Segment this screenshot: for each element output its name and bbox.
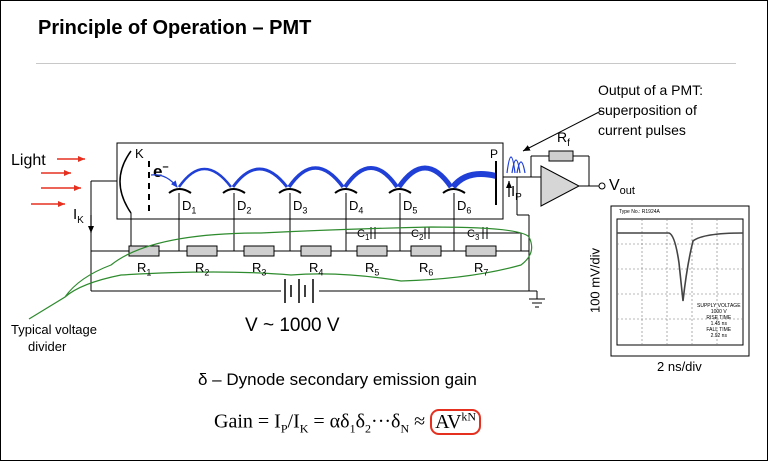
slide-title: Principle of Operation – PMT	[38, 17, 312, 39]
battery-icon	[284, 279, 314, 303]
resistor-bodies	[128, 245, 497, 257]
resistor-label: R7	[474, 260, 489, 278]
dynode-leads	[130, 193, 455, 251]
capacitor-label: C1	[357, 228, 370, 243]
resistor-label: R1	[137, 260, 152, 278]
callout-arrow	[522, 110, 602, 152]
dynode-plates	[168, 188, 466, 194]
capacitor-label: C2	[411, 228, 424, 243]
scope-type: Type No.: R1924A	[619, 209, 660, 215]
light-arrows	[31, 156, 85, 207]
scope-ylabel: 100 mV/div	[587, 247, 603, 314]
scope-panel	[610, 205, 750, 357]
rf-label: Rf	[557, 129, 570, 149]
scope-xlabel: 2 ns/div	[657, 359, 702, 374]
output-note: Output of a PMT: superposition of curren…	[598, 82, 704, 138]
resistor-label: R5	[365, 260, 380, 278]
ground-icon	[529, 291, 545, 308]
divider-note: Typical voltage divider	[11, 322, 97, 354]
ip-label: IP	[511, 183, 522, 203]
dynode-label: D5	[403, 198, 418, 216]
dynode-label: D6	[457, 198, 472, 216]
voltage-label: V ~ 1000 V	[245, 315, 340, 336]
dynode-label: D3	[293, 198, 308, 216]
supply-wiring	[90, 180, 537, 292]
resistor-label: R2	[195, 260, 210, 278]
gain-highlight: AVkN	[430, 408, 482, 435]
electron-cascade	[150, 165, 497, 189]
amplifier	[503, 150, 606, 251]
dynode-label: D4	[349, 198, 364, 216]
dynode-label: D2	[237, 198, 252, 216]
photocathode	[119, 150, 132, 214]
resistor-label: R3	[252, 260, 267, 278]
pulse-icon	[506, 156, 526, 174]
dynode-label: D1	[182, 198, 197, 216]
anode-label: P	[490, 147, 498, 161]
resistor-label: R4	[309, 260, 324, 278]
title-divider	[36, 63, 736, 64]
capacitor-label: C3	[467, 228, 480, 243]
electron-label: e–	[153, 161, 169, 181]
ik-label: IK	[73, 206, 84, 226]
resistor-label: R6	[419, 260, 434, 278]
scope-notes: SUPPLY VOLTAGE 1000 V RISE TIME 1.45 ns …	[697, 303, 741, 339]
scope-trace	[617, 232, 744, 302]
vout-label: Vout	[609, 177, 635, 198]
divider-outline	[28, 226, 533, 320]
gain-formula: Gain = IP/IK = αδ1δ2···δN ≈ AVkN	[214, 408, 482, 437]
cathode-label: K	[135, 146, 144, 161]
light-label: Light	[11, 152, 46, 169]
dynode-gain-text: δ – Dynode secondary emission gain	[198, 370, 477, 389]
